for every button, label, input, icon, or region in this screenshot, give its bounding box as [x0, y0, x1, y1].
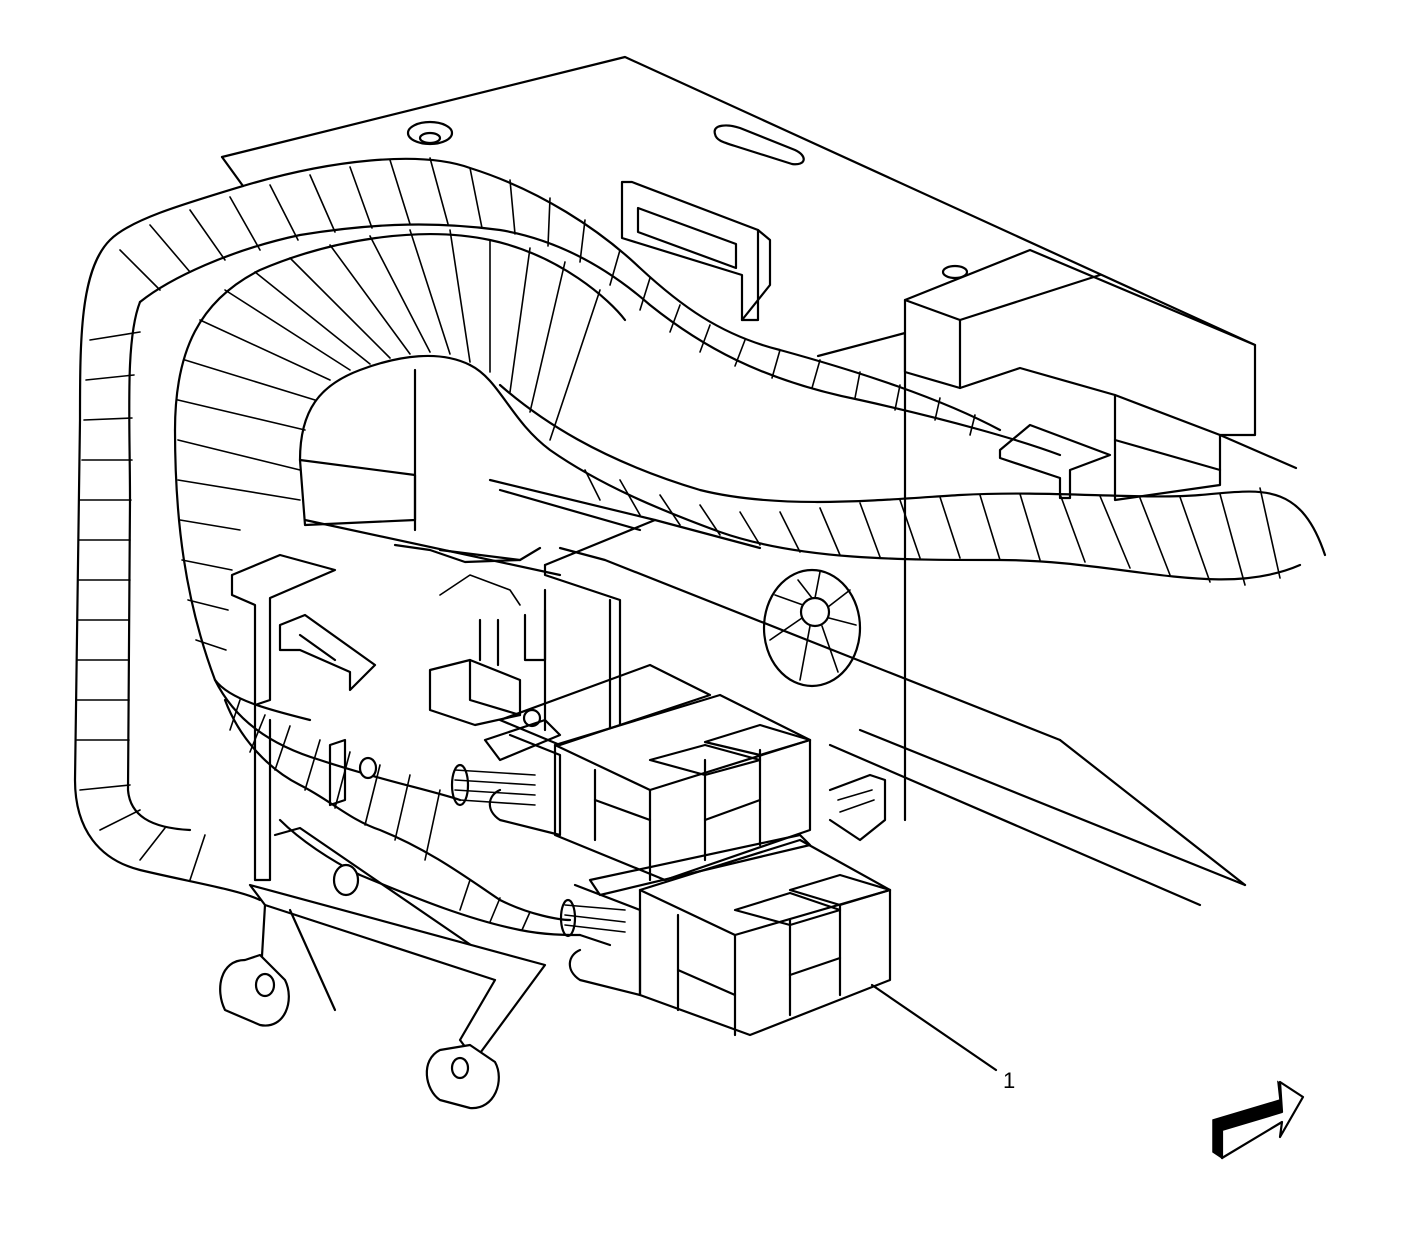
direction-arrow-icon [1212, 1080, 1305, 1160]
wiring-harness [73, 157, 1327, 938]
upper-relay-connector [488, 663, 812, 882]
bracket-tab [620, 180, 772, 322]
upper-connector-block [903, 248, 1257, 502]
callout-leader-line [870, 983, 998, 1072]
mounting-panel [220, 55, 1298, 907]
interior-parts [428, 574, 887, 842]
callout-1: 1 [870, 983, 1015, 1093]
center-module [298, 368, 862, 762]
lower-relay-connector [568, 833, 892, 1037]
callout-label: 1 [1003, 1068, 1015, 1093]
mounting-bracket [219, 553, 547, 1110]
